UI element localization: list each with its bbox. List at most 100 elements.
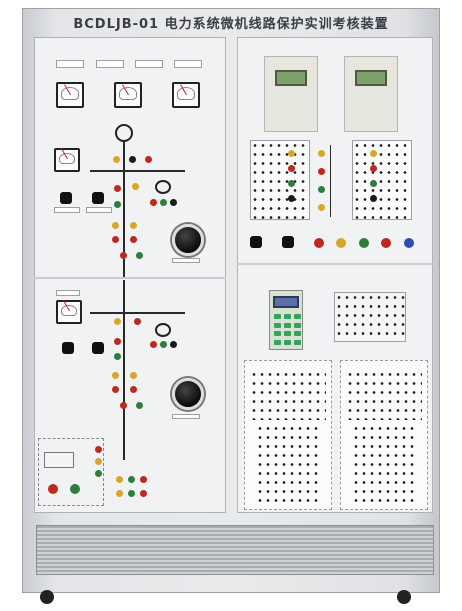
busbar-horizontal — [90, 170, 185, 172]
terminal-jack[interactable] — [132, 183, 139, 190]
key[interactable] — [294, 331, 301, 336]
terminal-jack[interactable] — [288, 150, 295, 157]
key[interactable] — [294, 314, 301, 319]
key[interactable] — [284, 339, 291, 345]
analog-meter-icon — [54, 148, 80, 172]
terminal-jack[interactable] — [150, 199, 157, 206]
circuit-breaker[interactable] — [44, 452, 74, 468]
transformer-icon — [155, 323, 171, 337]
terminal-jack[interactable] — [116, 476, 123, 483]
terminal-jack[interactable] — [130, 386, 137, 393]
transformer-icon — [155, 180, 171, 194]
busbar-horizontal-lower — [90, 312, 185, 314]
key[interactable] — [284, 331, 291, 336]
terminal-jack[interactable] — [170, 199, 177, 206]
indicator-lamp — [404, 238, 414, 248]
key[interactable] — [294, 322, 301, 328]
selector-switch[interactable] — [282, 236, 294, 248]
terminal-jack[interactable] — [128, 490, 135, 497]
key[interactable] — [284, 314, 291, 319]
terminal-jack[interactable] — [170, 341, 177, 348]
terminal-jack[interactable] — [370, 195, 377, 202]
selector-switch[interactable] — [62, 342, 74, 354]
terminal-jack[interactable] — [370, 165, 377, 172]
terminal-jack[interactable] — [150, 341, 157, 348]
terminal-jack[interactable] — [114, 338, 121, 345]
terminal-jack[interactable] — [95, 458, 102, 465]
terminal-jack[interactable] — [116, 490, 123, 497]
indicator-lamp — [359, 238, 369, 248]
rotary-knob-icon[interactable] — [172, 378, 204, 410]
terminal-jack[interactable] — [145, 156, 152, 163]
selector-switch[interactable] — [60, 192, 72, 204]
terminal-matrix-right[interactable] — [352, 140, 412, 220]
meter-label-1 — [56, 60, 84, 68]
key[interactable] — [274, 322, 281, 328]
terminal-jack[interactable] — [113, 156, 120, 163]
key[interactable] — [294, 339, 301, 345]
wiring-line — [330, 145, 331, 217]
key[interactable] — [284, 322, 291, 328]
terminal-jack[interactable] — [114, 318, 121, 325]
terminal-jack[interactable] — [318, 204, 325, 211]
terminal-jack[interactable] — [112, 236, 119, 243]
protection-relay-icon — [344, 56, 398, 132]
wiring-terminals[interactable] — [352, 424, 416, 504]
indicator-lamp — [381, 238, 391, 248]
terminal-jack[interactable] — [160, 341, 167, 348]
terminal-jack[interactable] — [114, 201, 121, 208]
terminal-jack[interactable] — [136, 252, 143, 259]
terminal-jack[interactable] — [130, 222, 137, 229]
ventilation-grille — [36, 525, 434, 575]
terminal-jack[interactable] — [112, 386, 119, 393]
keypad-display — [273, 296, 299, 308]
terminal-jack[interactable] — [130, 236, 137, 243]
terminal-jack[interactable] — [288, 195, 295, 202]
terminal-jack[interactable] — [288, 165, 295, 172]
terminal-jack[interactable] — [370, 150, 377, 157]
terminal-jack[interactable] — [95, 446, 102, 453]
selector-switch[interactable] — [92, 192, 104, 204]
terminal-jack[interactable] — [120, 252, 127, 259]
terminal-jack[interactable] — [140, 476, 147, 483]
busbar-vertical-lower — [123, 280, 125, 460]
terminal-jack[interactable] — [160, 199, 167, 206]
meter-label — [56, 290, 80, 296]
terminal-jack[interactable] — [130, 372, 137, 379]
analog-meter-icon — [172, 82, 200, 108]
terminal-jack[interactable] — [114, 353, 121, 360]
terminal-jack[interactable] — [318, 150, 325, 157]
terminal-jack[interactable] — [128, 476, 135, 483]
key[interactable] — [274, 314, 281, 319]
wiring-terminals[interactable] — [346, 370, 422, 420]
keypad-keys[interactable] — [274, 314, 301, 346]
knob-label — [172, 258, 200, 263]
switch-label — [54, 207, 80, 213]
terminal-jack[interactable] — [120, 402, 127, 409]
selector-switch[interactable] — [92, 342, 104, 354]
jack-grid[interactable] — [334, 292, 406, 342]
terminal-jack[interactable] — [318, 186, 325, 193]
terminal-jack[interactable] — [95, 470, 102, 477]
terminal-jack[interactable] — [288, 180, 295, 187]
terminal-jack[interactable] — [129, 156, 136, 163]
selector-switch[interactable] — [250, 236, 262, 248]
wiring-terminals[interactable] — [250, 370, 326, 420]
wiring-terminals[interactable] — [256, 424, 320, 504]
terminal-jack[interactable] — [370, 180, 377, 187]
terminal-jack[interactable] — [114, 185, 121, 192]
terminal-jack[interactable] — [140, 490, 147, 497]
terminal-jack[interactable] — [112, 372, 119, 379]
meter-label-4 — [174, 60, 202, 68]
device-title: BCDLJB-01 电力系统微机线路保护实训考核装置 — [73, 16, 389, 32]
caster-wheel — [397, 590, 411, 604]
relay-lcd — [355, 70, 387, 86]
terminal-matrix-left[interactable] — [250, 140, 310, 220]
terminal-jack[interactable] — [112, 222, 119, 229]
rotary-knob-icon[interactable] — [172, 224, 204, 256]
terminal-jack[interactable] — [134, 318, 141, 325]
terminal-jack[interactable] — [318, 168, 325, 175]
key[interactable] — [274, 331, 281, 336]
key[interactable] — [274, 339, 281, 345]
terminal-jack[interactable] — [136, 402, 143, 409]
